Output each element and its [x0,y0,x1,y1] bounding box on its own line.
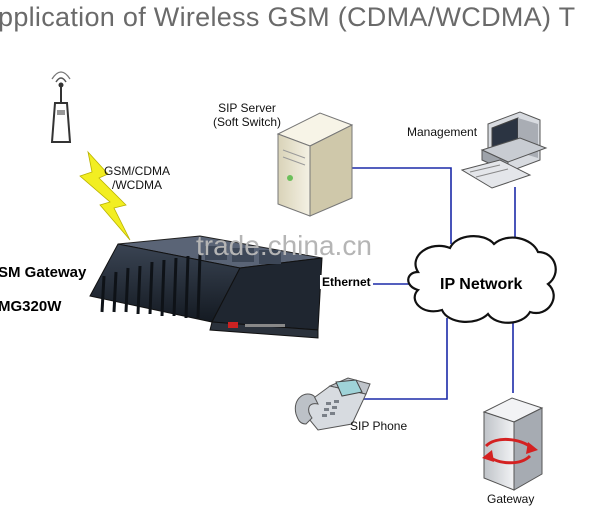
ip-network-label: IP Network [440,276,523,293]
sip-server-label-line1: SIP Server [218,101,276,115]
gsm-signal-label: GSM/CDMA /WCDMA [104,164,170,192]
gateway-box-icon [482,397,544,491]
management-computer-icon [460,111,548,189]
gateway-bottom-label: Gateway [487,492,535,506]
gsm-signal-label-line1: GSM/CDMA [104,164,170,178]
gsm-gateway-name-line2: MG320W [0,298,62,315]
ip-network-cloud [407,235,557,324]
link-network-to-sip-phone [362,318,448,400]
sip-server-icon [276,112,354,217]
sip-server-label: SIP Server (Soft Switch) [213,101,281,129]
sip-phone-icon [294,377,371,431]
gsm-gateway-name-line1: SM Gateway [0,264,87,281]
sip-server-label-line2: (Soft Switch) [213,115,282,129]
management-label: Management [407,125,478,139]
watermark-text: trade.china.cn [196,230,372,261]
diagram-title: pplication of Wireless GSM (CDMA/WCDMA) … [0,2,576,32]
sip-phone-label: SIP Phone [350,419,408,433]
link-sip-server-to-network [350,167,452,244]
lightning-icon [79,150,131,241]
gsm-gateway-device [89,235,323,339]
gsm-signal-label-line2: /WCDMA [112,178,162,192]
ethernet-label: Ethernet [320,275,373,289]
antenna-icon [50,71,72,143]
